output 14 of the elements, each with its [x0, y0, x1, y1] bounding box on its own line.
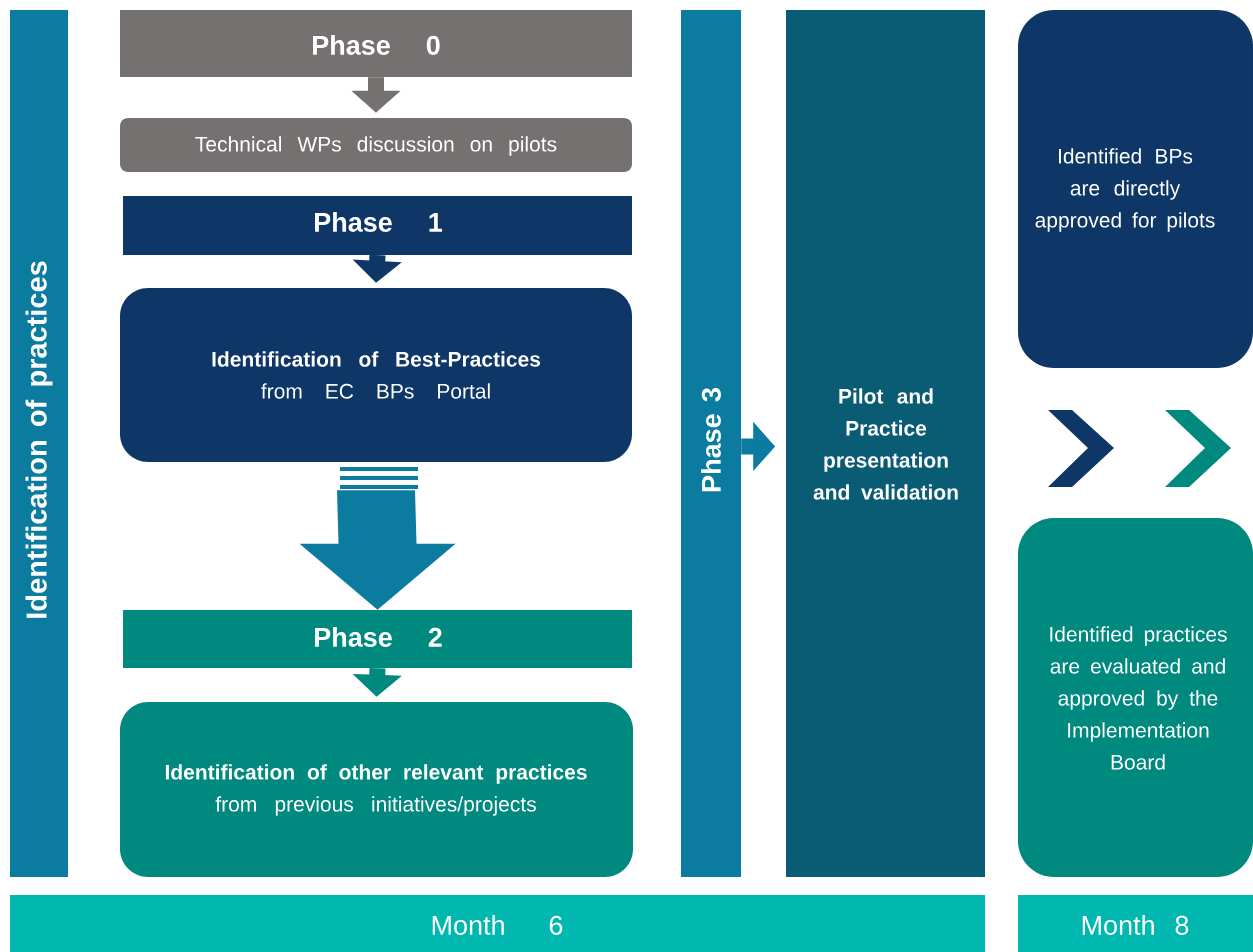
phase-band: Phase 3	[681, 10, 741, 877]
validation-column: Pilot and Practice presentation and validation	[786, 10, 985, 877]
process-box: Identification of other relevant practices from previous initiatives/projects	[120, 702, 633, 877]
outcome-box: Identified BPs are directly approved for pilots	[1018, 10, 1253, 368]
side-band: Identification of practices	[10, 10, 68, 877]
phase-banner: Phase 1	[123, 196, 632, 255]
arrow	[299, 490, 456, 610]
process-box: Technical WPs discussion on pilots	[120, 118, 632, 172]
process-box: Identification of Best-Practices from EC BPs Portal	[120, 288, 632, 462]
phase-banner: Phase 0	[120, 10, 632, 77]
timeline-bar: Month 8	[1018, 895, 1253, 952]
timeline-bar: Month 6	[10, 895, 985, 952]
phase-banner: Phase 2	[123, 610, 632, 668]
outcome-box: Identified practices are evaluated and approved by the Implementation Board	[1018, 518, 1253, 877]
